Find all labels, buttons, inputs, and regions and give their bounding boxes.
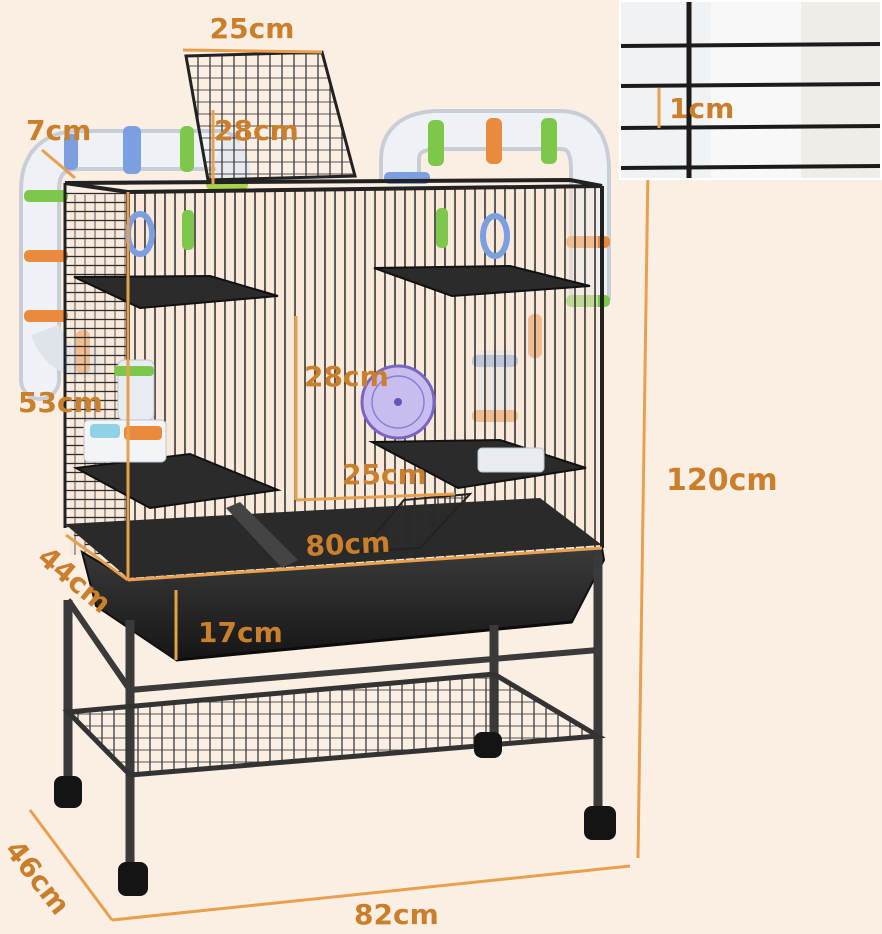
label-stand-width: 82cm xyxy=(354,898,439,931)
tube-ring-green xyxy=(428,120,444,166)
tube-ring-green xyxy=(24,190,68,202)
dim-line-cage-width xyxy=(127,546,603,582)
label-total-height: 120cm xyxy=(666,463,778,498)
tube-ring-orange xyxy=(486,118,502,164)
tube-ring-blue xyxy=(64,134,78,170)
dim-line-cage-depth xyxy=(65,533,129,582)
dim-line-top-door-width xyxy=(182,48,323,54)
top-door xyxy=(184,50,357,182)
tube-ring-green xyxy=(541,118,557,164)
exercise-wheel xyxy=(360,364,436,440)
label-inner-height: 28cm xyxy=(304,360,389,393)
tube-ring-green xyxy=(180,126,194,172)
rolling-stand xyxy=(54,555,616,896)
label-top-door-height: 28cm xyxy=(214,114,299,147)
label-cage-width: 80cm xyxy=(305,526,391,563)
label-stand-depth: 46cm xyxy=(0,834,77,921)
label-tray-height: 17cm xyxy=(198,616,283,649)
tube-ring-blue xyxy=(123,126,141,174)
tube-ring-orange xyxy=(24,310,68,322)
dim-line-total-height xyxy=(636,164,650,859)
caster-wheel xyxy=(118,862,148,896)
bottom-tray xyxy=(80,546,606,662)
dim-line-stand-depth xyxy=(28,809,114,921)
dim-line-tube xyxy=(41,148,76,180)
dimension-lines xyxy=(28,48,650,922)
dim-line-stand-width xyxy=(111,864,631,922)
caster-wheel xyxy=(584,806,616,840)
caster-wheel xyxy=(474,732,502,758)
caster-wheel xyxy=(54,776,82,808)
label-top-door-width: 25cm xyxy=(210,12,295,45)
label-bar-spacing: 1cm xyxy=(669,92,734,125)
dim-line-platform-width xyxy=(295,492,456,502)
label-side-height: 53cm xyxy=(18,386,103,419)
label-tube-diameter: 7cm xyxy=(26,114,91,147)
label-platform-width: 25cm xyxy=(342,458,427,491)
tube-ring-orange xyxy=(24,250,68,262)
bar-spacing-inset: 1cm xyxy=(619,0,882,180)
